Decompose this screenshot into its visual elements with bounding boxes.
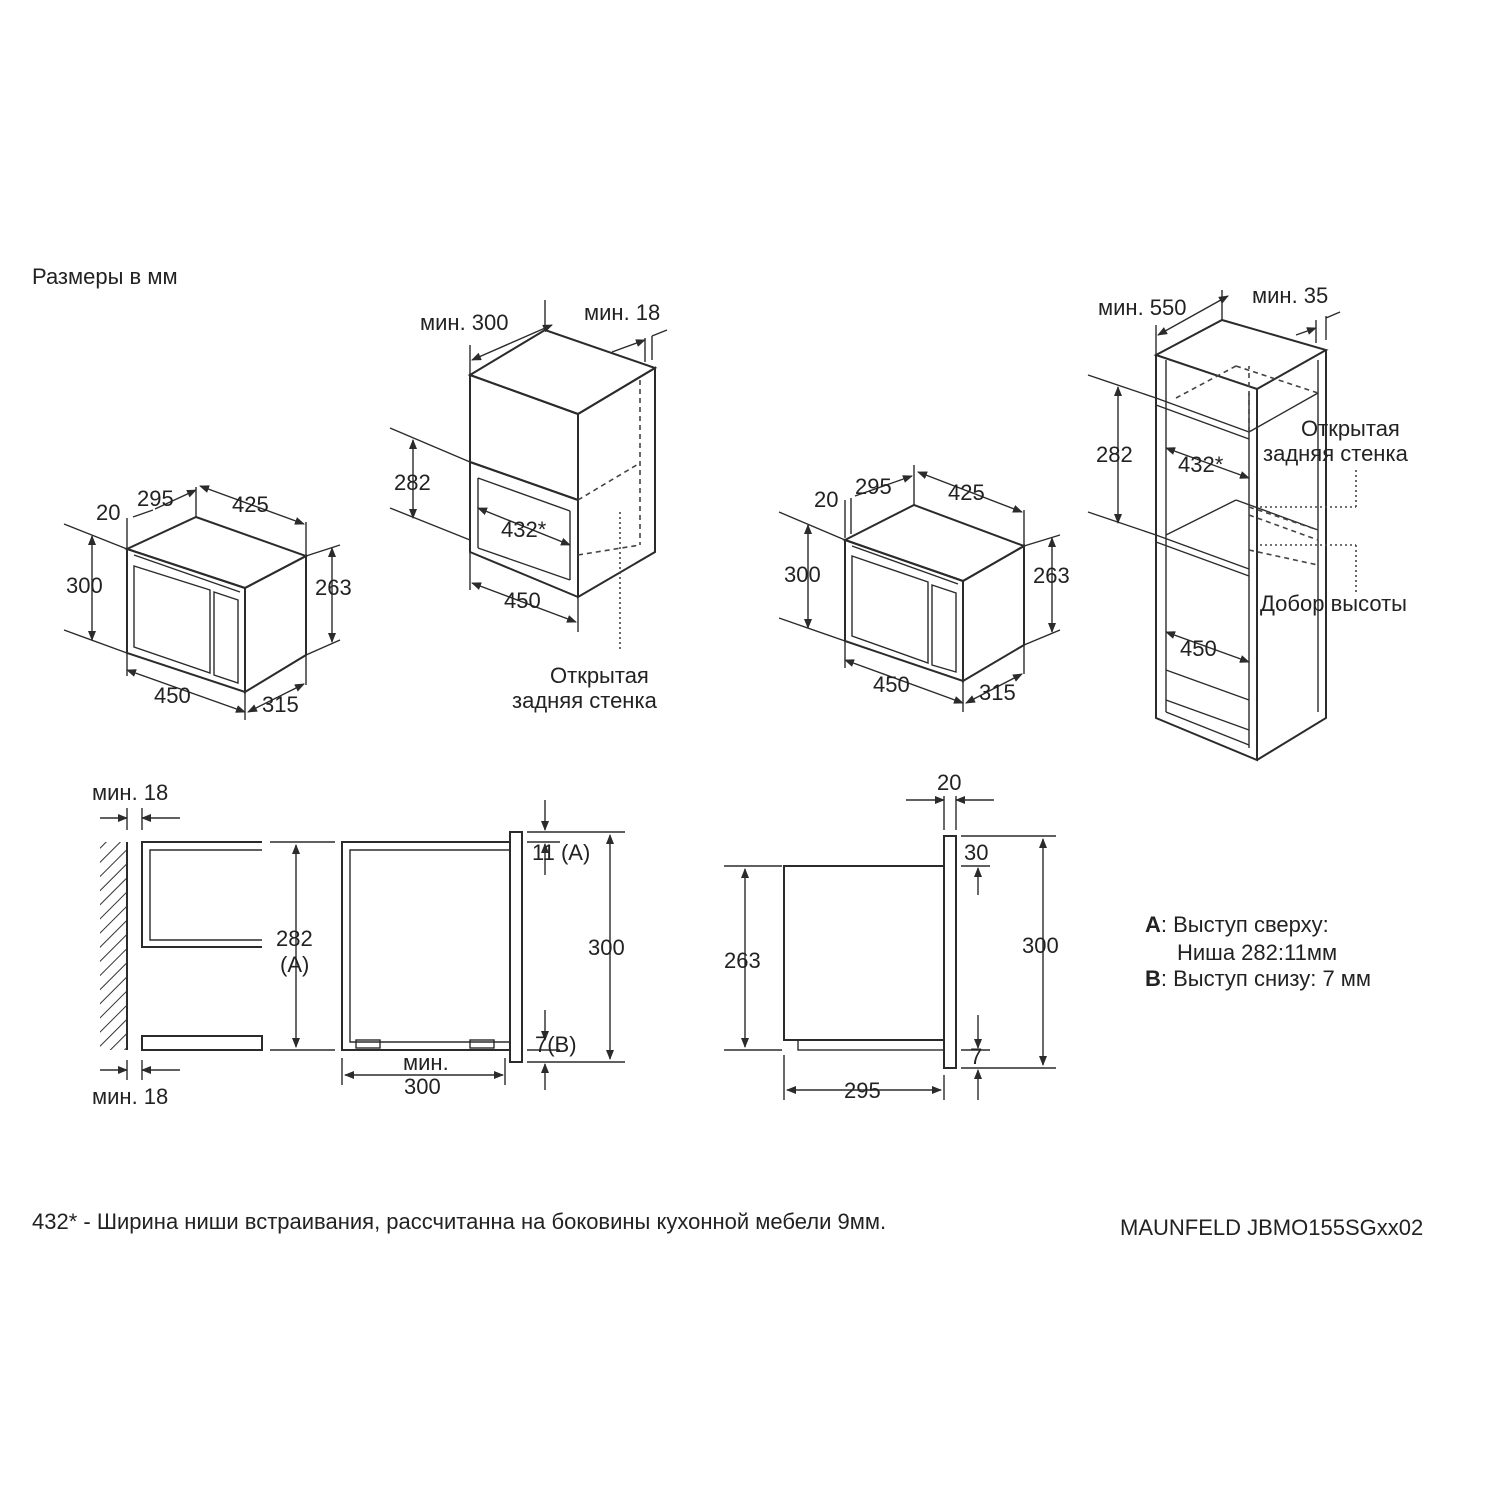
- dim-263-left: 263: [315, 575, 352, 600]
- open-back-line1-tall: Открытая: [1301, 416, 1400, 441]
- side-section-cabinet: [100, 808, 335, 1080]
- dim-432-wall: 432*: [501, 517, 547, 542]
- dim-30-side: 30: [964, 840, 988, 865]
- microwave-iso-right: [778, 465, 1061, 712]
- dim-263-side: 263: [724, 948, 761, 973]
- legend-a-text2: Ниша 282:11мм: [1177, 940, 1338, 965]
- dim-263-right: 263: [1033, 563, 1070, 588]
- legend-a-key: A: [1145, 912, 1161, 937]
- legend-b-text: : Выступ снизу: 7 мм: [1160, 966, 1372, 991]
- footnote: 432* - Ширина ниши встраивания, рассчита…: [32, 1209, 887, 1234]
- dim-295-right: 295: [855, 474, 892, 499]
- dim-282-section: 282: [276, 926, 313, 951]
- dim-315-right: 315: [979, 680, 1016, 705]
- dim-min-word: мин.: [403, 1050, 449, 1075]
- side-view-microwave-dims: [724, 796, 1056, 1100]
- dim-300-right: 300: [784, 562, 821, 587]
- dim-300-left: 300: [66, 573, 103, 598]
- dim-425-right: 425: [948, 480, 985, 505]
- dim-450-tall: 450: [1180, 636, 1217, 661]
- dim-7b: 7(B): [535, 1032, 577, 1057]
- dim-min18-bottom: мин. 18: [92, 1084, 168, 1109]
- height-filler-label: Добор высоты: [1260, 591, 1407, 616]
- dim-20-left: 20: [96, 500, 120, 525]
- dim-min35: мин. 35: [1252, 283, 1328, 308]
- dim-20-right: 20: [814, 487, 838, 512]
- open-back-line2-wall: задняя стенка: [512, 688, 657, 713]
- dim-432-tall: 432*: [1178, 452, 1224, 477]
- dim-20-side: 20: [937, 770, 961, 795]
- legend-b: B: Выступ снизу: 7 мм: [1145, 966, 1371, 992]
- legend-a: A: Выступ сверху:: [1145, 912, 1329, 938]
- dim-450-left: 450: [154, 683, 191, 708]
- side-view-microwave: [341, 800, 625, 1090]
- dim-315-left: 315: [262, 692, 299, 717]
- dim-450-wall: 450: [504, 588, 541, 613]
- dim-7-side: 7: [970, 1044, 982, 1069]
- dim-min550: мин. 550: [1098, 295, 1187, 320]
- open-back-label-wall: Открытая: [550, 663, 649, 689]
- dim-300-side2: 300: [1022, 933, 1059, 958]
- dim-295-side: 295: [844, 1078, 881, 1103]
- microwave-iso-left: [63, 485, 341, 720]
- dim-450-right: 450: [873, 672, 910, 697]
- dim-min300-wall: мин. 300: [420, 310, 509, 335]
- open-back-line1: Открытая: [550, 663, 649, 688]
- dimension-labels: 20 295 425 300 263 450 315 мин. 300 мин.…: [66, 283, 1328, 1109]
- legend-b-key: B: [1145, 966, 1161, 991]
- tall-cabinet-iso: [1087, 290, 1357, 762]
- legend-a-text: : Выступ сверху:: [1160, 912, 1329, 937]
- open-back-line2-tall: задняя стенка: [1263, 441, 1408, 466]
- dim-min18-top: мин. 18: [92, 780, 168, 805]
- dim-300-side: 300: [588, 935, 625, 960]
- dim-11a: 11 (A): [532, 840, 590, 865]
- dim-300-min: 300: [404, 1074, 441, 1099]
- dim-282-a-mark: (A): [280, 952, 309, 977]
- model-name: MAUNFELD JBMO155SGxx02: [1120, 1215, 1424, 1240]
- units-note: Размеры в мм: [32, 264, 178, 289]
- dim-425-left: 425: [232, 492, 269, 517]
- dim-295-left: 295: [137, 486, 174, 511]
- dim-282-wall: 282: [394, 470, 431, 495]
- dim-min18-wall: мин. 18: [584, 300, 660, 325]
- dim-282-tall: 282: [1096, 442, 1133, 467]
- wall-cabinet-iso: [389, 300, 668, 650]
